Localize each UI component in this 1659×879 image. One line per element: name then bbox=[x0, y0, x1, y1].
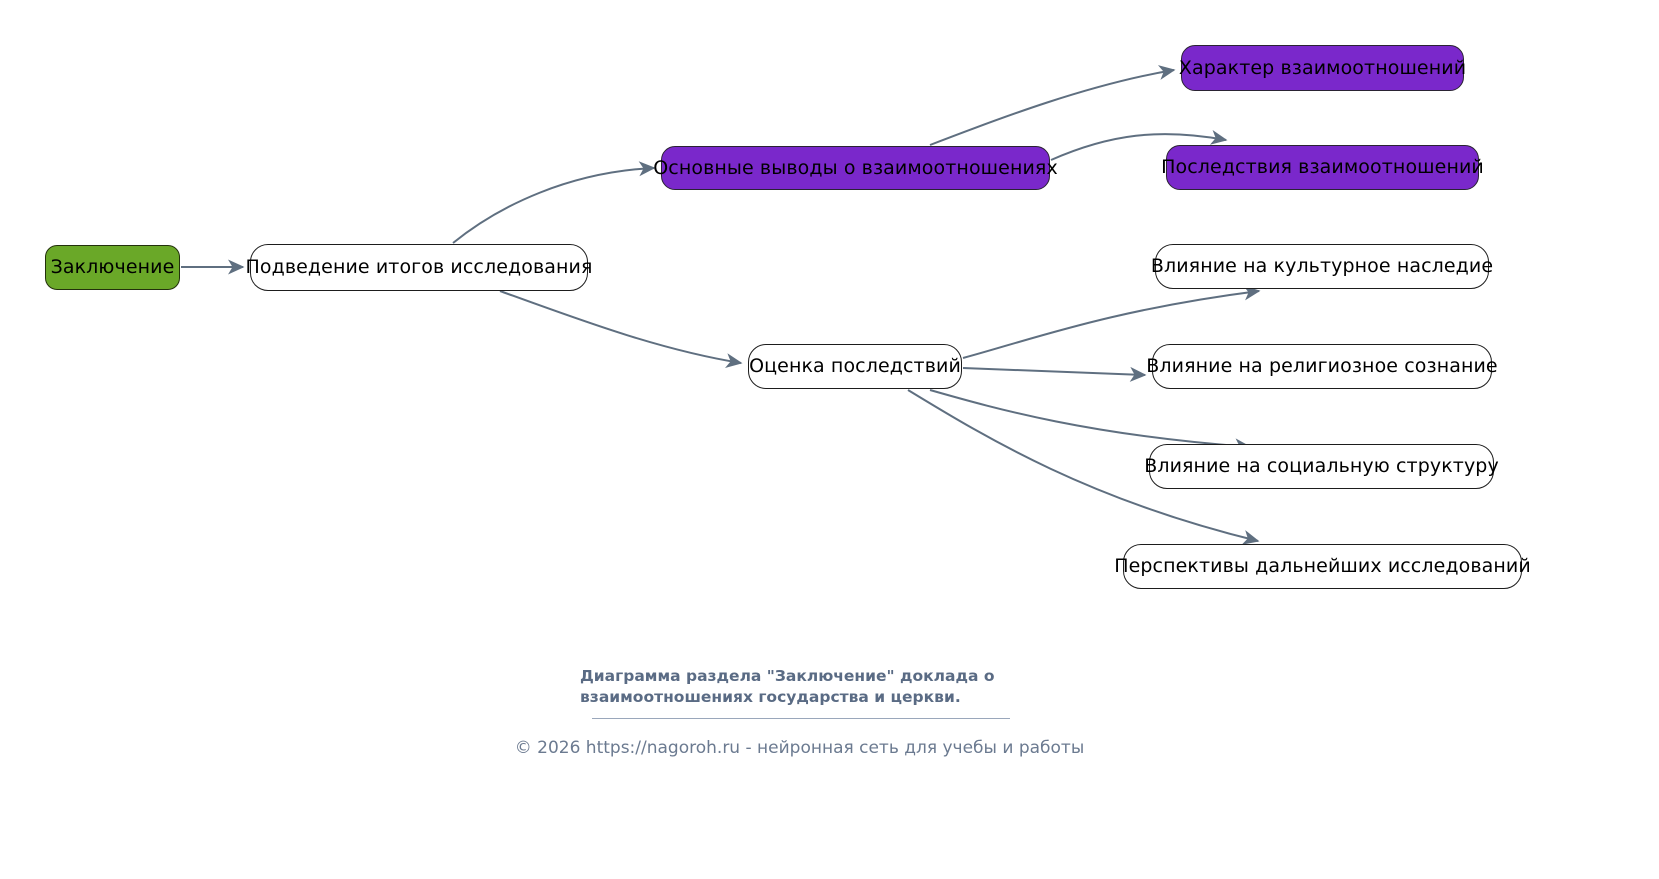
node-future-label: Перспективы дальнейших исследований bbox=[1114, 555, 1531, 577]
node-social-label: Влияние на социальную структуру bbox=[1144, 455, 1499, 477]
diagram-caption: Диаграмма раздела "Заключение" доклада о… bbox=[580, 666, 1050, 708]
node-character[interactable]: Характер взаимоотношений bbox=[1178, 45, 1467, 91]
node-summary-label: Подведение итогов исследования bbox=[245, 256, 593, 278]
caption-divider bbox=[592, 718, 1010, 719]
edge-assessment-to-religion bbox=[962, 366, 1147, 382]
caption-line-1: Диаграмма раздела "Заключение" доклада о bbox=[580, 667, 995, 685]
node-social[interactable]: Влияние на социальную структуру bbox=[1144, 444, 1499, 489]
edge-assessment-to-social bbox=[929, 389, 1252, 454]
edge-summary-to-assessment bbox=[499, 290, 743, 369]
node-culture[interactable]: Влияние на культурное наследие bbox=[1151, 244, 1493, 289]
node-root-label: Заключение bbox=[50, 256, 175, 278]
edge-summary-to-conclusions bbox=[452, 161, 656, 244]
node-religion-label: Влияние на религиозное сознание bbox=[1146, 355, 1498, 377]
node-conclusions-label: Основные выводы о взаимоотношениях bbox=[653, 156, 1058, 179]
node-culture-label: Влияние на культурное наследие bbox=[1150, 255, 1494, 277]
node-character-label: Характер взаимоотношений bbox=[1178, 56, 1467, 79]
node-root[interactable]: Заключение bbox=[45, 245, 180, 290]
node-summary[interactable]: Подведение итогов исследования bbox=[245, 244, 592, 291]
node-religion[interactable]: Влияние на религиозное сознание bbox=[1146, 344, 1498, 389]
node-effects-label: Последствия взаимоотношений bbox=[1161, 156, 1484, 178]
node-future[interactable]: Перспективы дальнейших исследований bbox=[1114, 544, 1531, 589]
caption-line-2: взаимоотношениях государства и церкви. bbox=[580, 687, 961, 706]
node-assessment[interactable]: Оценка последствий bbox=[748, 344, 962, 389]
footer-copyright: © 2026 https://nagoroh.ru - нейронная се… bbox=[514, 738, 1085, 758]
node-conclusions[interactable]: Основные выводы о взаимоотношениях bbox=[653, 146, 1058, 190]
node-assessment-label: Оценка последствий bbox=[749, 355, 961, 377]
node-effects[interactable]: Последствия взаимоотношений bbox=[1161, 145, 1484, 190]
edge-conclusions-to-character bbox=[929, 65, 1176, 146]
